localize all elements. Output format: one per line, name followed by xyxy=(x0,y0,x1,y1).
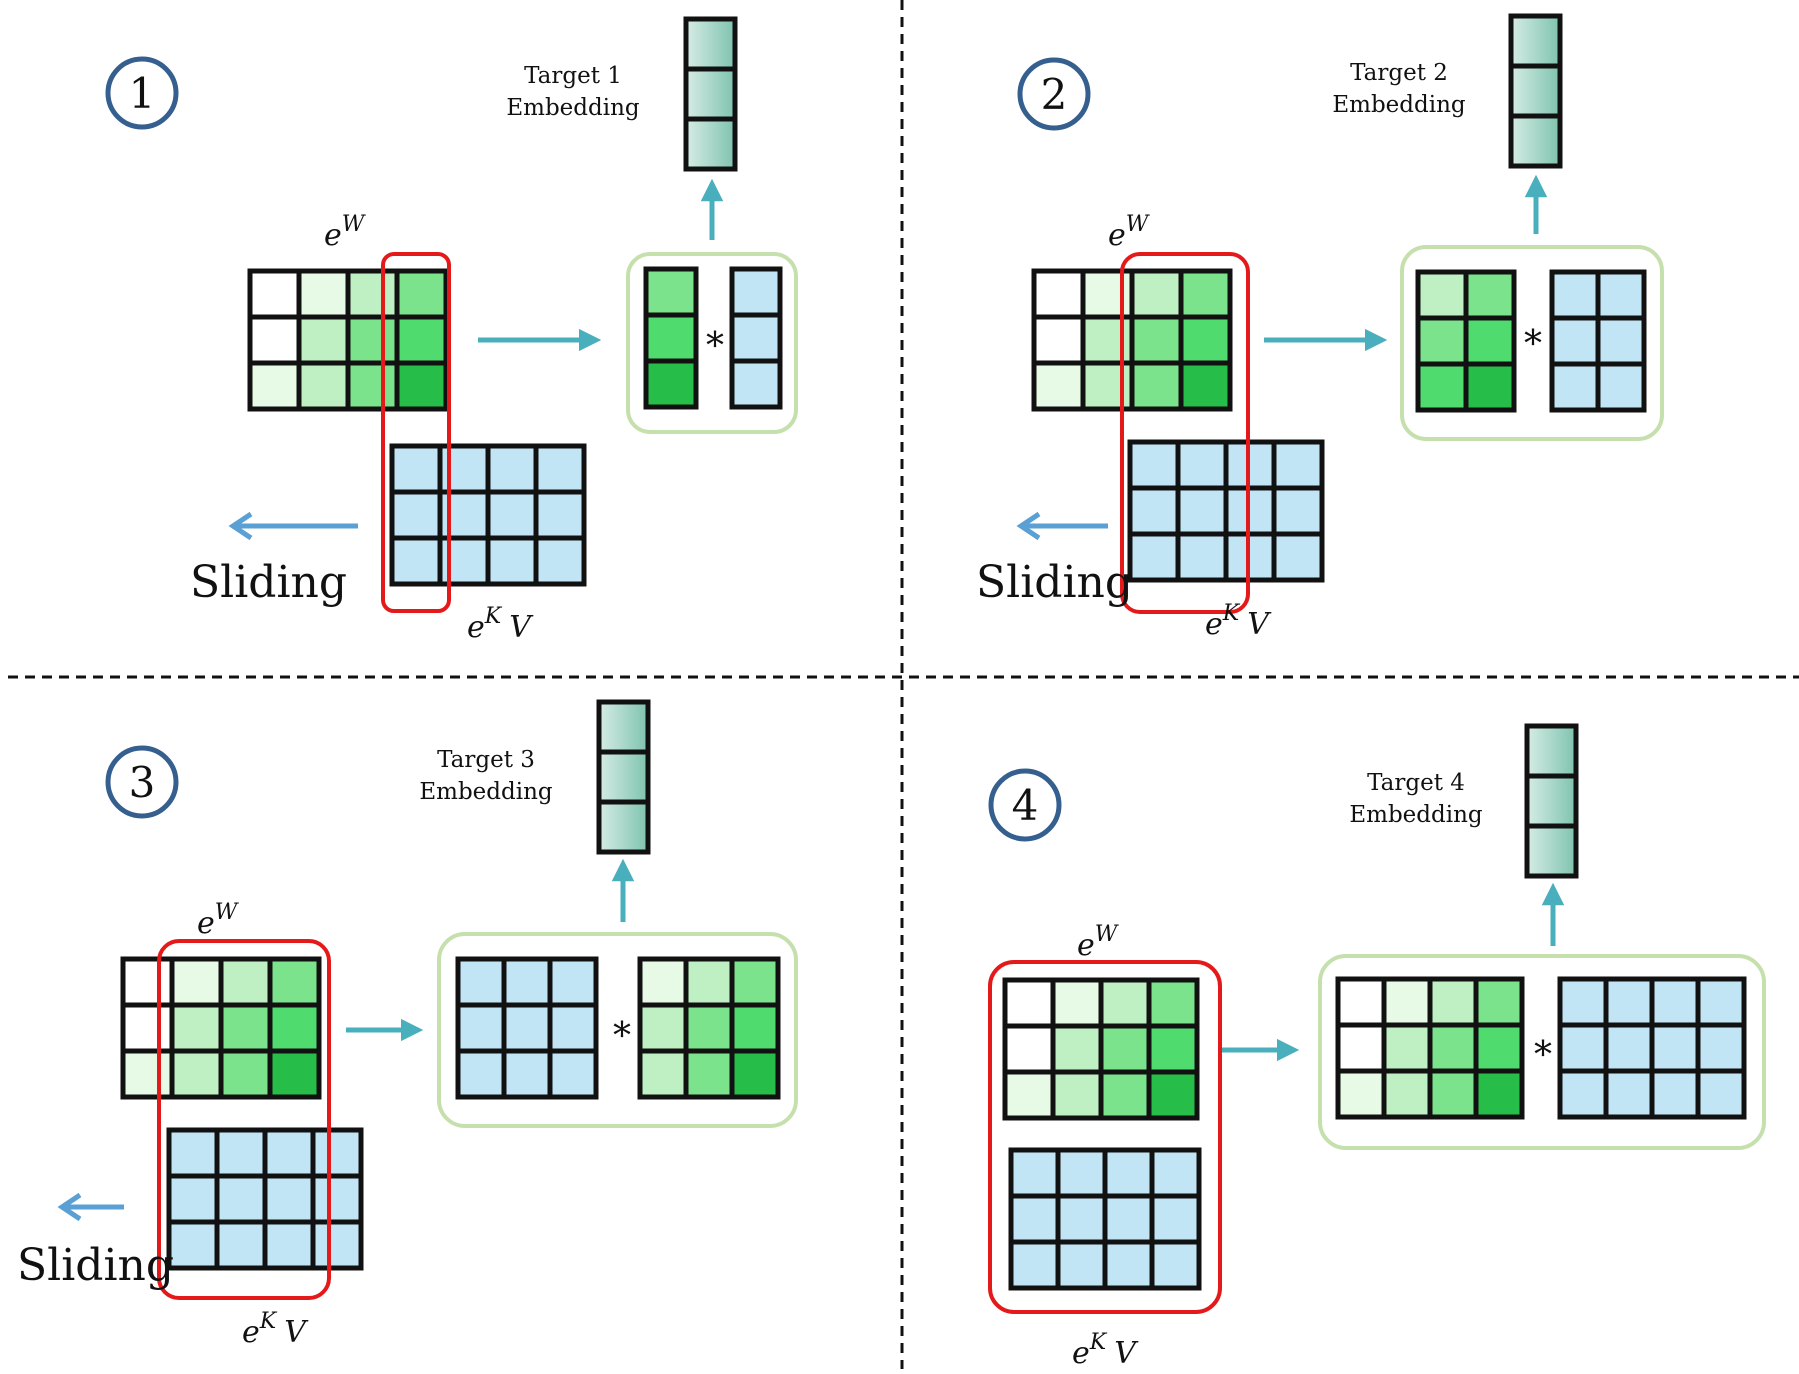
ekv-matrix xyxy=(1127,439,1325,583)
target-2-embedding xyxy=(1508,13,1563,169)
attention-window xyxy=(381,252,451,613)
target-3-label-line2: Embedding xyxy=(419,779,553,805)
target-2-label-line1: Target 2 xyxy=(1350,60,1448,86)
target-4-label-line2: Embedding xyxy=(1349,802,1483,828)
ekv-matrix xyxy=(1008,1147,1202,1291)
attention-window xyxy=(157,939,331,1300)
step-1-number: 1 xyxy=(129,69,156,118)
attention-window xyxy=(988,960,1222,1314)
target-1-label-line1: Target 1 xyxy=(524,63,622,89)
target-2-label-line2: Embedding xyxy=(1332,92,1466,118)
target-4-embedding xyxy=(1524,723,1579,879)
step-4-circle xyxy=(988,768,1062,842)
ew-matrix xyxy=(120,956,322,1100)
step-4-number: 4 xyxy=(1012,781,1039,830)
step-3-circle xyxy=(105,745,179,819)
operator-star: * xyxy=(613,1016,631,1057)
ew-label: eW xyxy=(1077,922,1120,963)
slide-left-arrowhead xyxy=(57,1192,82,1222)
ekv-matrix xyxy=(166,1127,364,1271)
target-1-label-line2: Embedding xyxy=(506,95,640,121)
sliding-label: Sliding xyxy=(17,1240,174,1291)
step-2-circle xyxy=(1017,57,1091,131)
ew-matrix xyxy=(247,268,449,412)
ew-label: eW xyxy=(197,900,240,941)
ew-matrix xyxy=(1031,268,1233,412)
ew-label: eW xyxy=(324,212,367,253)
operator-star: * xyxy=(1524,324,1542,365)
product-left-matrix xyxy=(1335,976,1525,1120)
product-left-matrix xyxy=(1415,269,1517,413)
product-right-matrix xyxy=(1557,976,1747,1120)
slide-left-arrowhead xyxy=(1016,511,1041,541)
product-left-matrix xyxy=(455,956,599,1100)
slide-left-arrowhead xyxy=(228,511,253,541)
target-3-embedding xyxy=(596,699,651,855)
step-2-number: 2 xyxy=(1041,70,1068,119)
panel-3: 3 Target 3 Embedding eW xyxy=(17,699,798,1350)
panel-2: 2 Target 2 Embedding eW xyxy=(976,13,1664,642)
panel-1: 1 Target 1 Embedding eW xyxy=(105,16,798,645)
product-right-matrix xyxy=(1549,269,1647,413)
attention-window xyxy=(1120,252,1250,614)
step-1-circle xyxy=(105,56,179,130)
product-left-column xyxy=(643,266,699,410)
product-right-matrix xyxy=(637,956,781,1100)
sliding-label: Sliding xyxy=(190,557,347,608)
ew-label: eW xyxy=(1108,212,1151,253)
operator-star: * xyxy=(706,326,724,367)
target-1-embedding xyxy=(683,16,738,172)
step-3-number: 3 xyxy=(129,758,156,807)
operator-star: * xyxy=(1534,1035,1552,1076)
panel-4: 4 Target 4 Embedding eW xyxy=(988,723,1766,1371)
sliding-label: Sliding xyxy=(976,557,1133,608)
ekv-matrix xyxy=(389,443,587,587)
product-right-column xyxy=(729,266,783,410)
target-4-label-line1: Target 4 xyxy=(1367,770,1465,796)
ew-matrix xyxy=(1002,977,1200,1121)
target-3-label-line1: Target 3 xyxy=(437,747,535,773)
